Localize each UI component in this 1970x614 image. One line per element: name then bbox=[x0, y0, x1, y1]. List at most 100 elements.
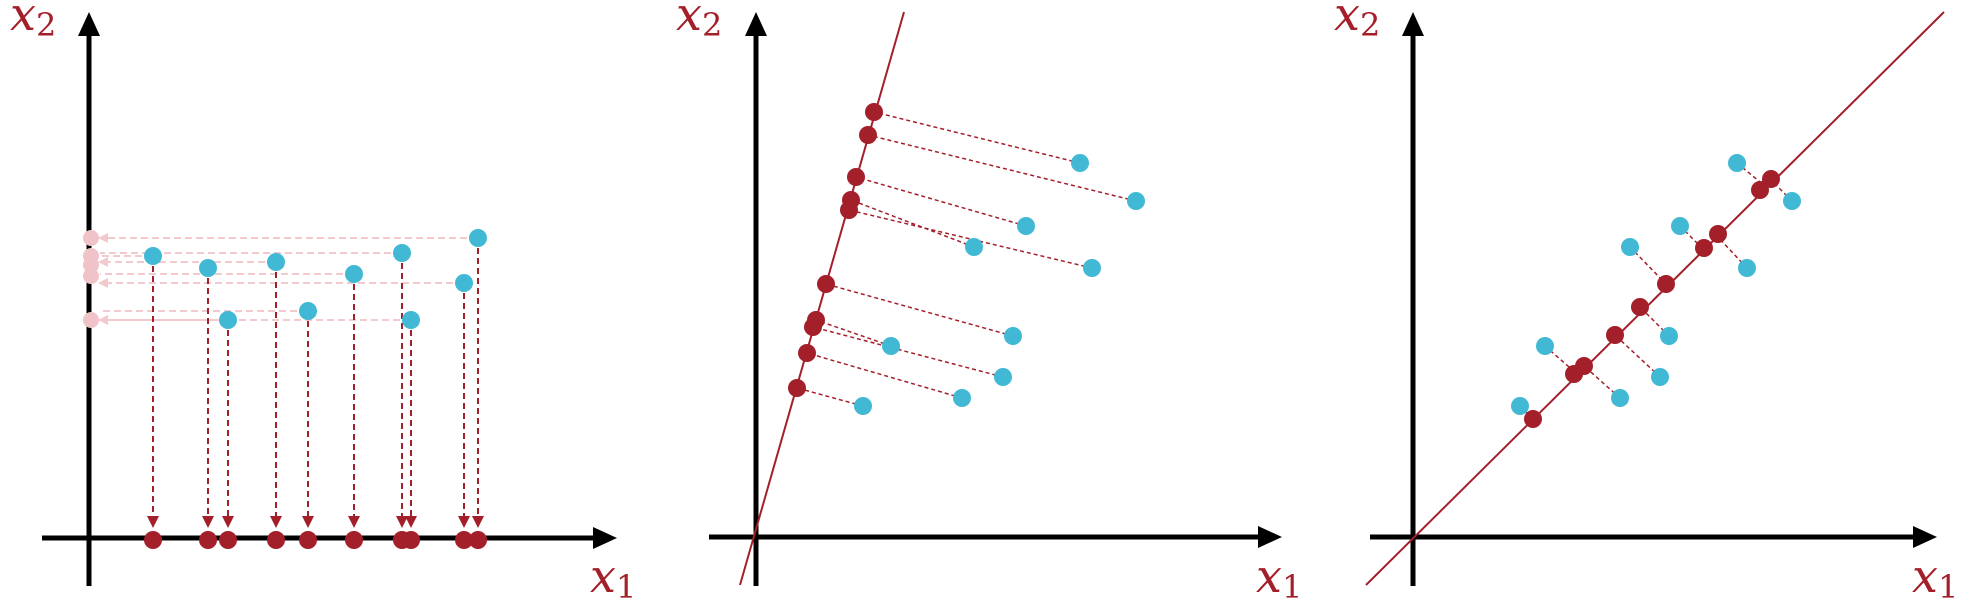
data-point bbox=[994, 368, 1012, 386]
panel-1-projected-points bbox=[144, 531, 487, 549]
data-point bbox=[965, 238, 983, 256]
projection-arrowhead bbox=[472, 516, 484, 528]
projected-point bbox=[345, 531, 363, 549]
panel-1-x1-label: x1 bbox=[590, 549, 636, 606]
projected-point bbox=[1751, 181, 1769, 199]
projected-point bbox=[219, 531, 237, 549]
data-point bbox=[1660, 327, 1678, 345]
panel-3: x2 x1 bbox=[1334, 0, 1958, 606]
data-point bbox=[1671, 217, 1689, 235]
data-point bbox=[1083, 259, 1101, 277]
data-point bbox=[1017, 217, 1035, 235]
connector-line bbox=[796, 387, 864, 407]
projected-point bbox=[1565, 365, 1583, 383]
projected-point bbox=[267, 531, 285, 549]
panel-1-x1-arrowhead bbox=[593, 527, 617, 549]
panel-2-data-points bbox=[854, 154, 1145, 415]
data-point bbox=[854, 397, 872, 415]
projected-point bbox=[402, 531, 420, 549]
faded-arrowhead bbox=[98, 278, 108, 288]
faded-projected-point bbox=[83, 312, 99, 328]
faded-projected-point bbox=[83, 257, 99, 273]
panel-2-connectors bbox=[796, 111, 1137, 407]
data-point bbox=[267, 253, 285, 271]
panel-1-faded-projections bbox=[100, 237, 478, 321]
connector-line bbox=[825, 283, 1014, 337]
projected-point bbox=[455, 531, 473, 549]
data-point bbox=[1127, 192, 1145, 210]
panel-3-x2-label: x2 bbox=[1334, 0, 1380, 44]
panel-1-data-points bbox=[144, 229, 487, 329]
data-point bbox=[455, 274, 473, 292]
projected-point bbox=[1695, 239, 1713, 257]
connector-line bbox=[873, 111, 1081, 164]
connector-line bbox=[1769, 178, 1793, 202]
panel-1-projection-arrowheads bbox=[147, 516, 484, 528]
connector-line bbox=[1679, 225, 1703, 249]
projected-point bbox=[817, 275, 835, 293]
panel-1-x2-label: x2 bbox=[10, 0, 56, 44]
data-point bbox=[393, 244, 411, 262]
panel-1-faded-arrowheads bbox=[98, 233, 108, 325]
projected-point bbox=[299, 531, 317, 549]
panel-2-x1-label: x1 bbox=[1256, 549, 1302, 606]
projected-point bbox=[798, 344, 816, 362]
projected-point bbox=[804, 318, 822, 336]
projection-arrowhead bbox=[270, 516, 282, 528]
connector-line bbox=[850, 199, 975, 248]
panel-3-x1-arrowhead bbox=[1913, 526, 1937, 548]
data-point bbox=[402, 311, 420, 329]
projected-point bbox=[1606, 326, 1624, 344]
panel-2-x2-arrowhead bbox=[745, 12, 767, 36]
data-point bbox=[199, 259, 217, 277]
panel-1-projection-lines bbox=[152, 238, 479, 526]
projected-point bbox=[469, 531, 487, 549]
data-point bbox=[1621, 238, 1639, 256]
data-point bbox=[1783, 192, 1801, 210]
panel-2-projected-points bbox=[788, 103, 883, 397]
data-point bbox=[1536, 337, 1554, 355]
connector-line bbox=[806, 352, 963, 399]
panel-1-faded-projected-points bbox=[83, 230, 99, 328]
projected-point bbox=[199, 531, 217, 549]
connector-line bbox=[812, 326, 1004, 378]
data-point bbox=[144, 247, 162, 265]
faded-projected-point bbox=[83, 268, 99, 284]
projected-point bbox=[788, 379, 806, 397]
projected-point bbox=[1524, 410, 1542, 428]
connector-line bbox=[867, 134, 1137, 202]
projection-arrowhead bbox=[396, 516, 408, 528]
data-point bbox=[469, 229, 487, 247]
data-point bbox=[1738, 259, 1756, 277]
panel-3-projection-axis bbox=[1365, 11, 1945, 586]
panel-3-x2-arrowhead bbox=[1402, 12, 1424, 36]
data-point bbox=[345, 265, 363, 283]
projected-point bbox=[865, 103, 883, 121]
panel-2-x2-label: x2 bbox=[676, 0, 722, 44]
faded-arrowhead bbox=[98, 315, 108, 325]
projected-point bbox=[859, 126, 877, 144]
faded-arrowhead bbox=[98, 257, 108, 267]
projection-arrowhead bbox=[222, 516, 234, 528]
panel-3-x1-label: x1 bbox=[1912, 549, 1958, 606]
data-point bbox=[953, 389, 971, 407]
data-point bbox=[1004, 327, 1022, 345]
data-point bbox=[219, 311, 237, 329]
data-point bbox=[1071, 154, 1089, 172]
projection-arrowhead bbox=[348, 516, 360, 528]
projection-arrowhead bbox=[405, 516, 417, 528]
faded-projected-point bbox=[83, 230, 99, 246]
projected-point bbox=[840, 201, 858, 219]
panel-3-projected-points bbox=[1524, 170, 1780, 428]
data-point bbox=[299, 302, 317, 320]
panel-1-x2-arrowhead bbox=[78, 12, 100, 36]
projection-arrowhead bbox=[302, 516, 314, 528]
panel-2: x2 x1 bbox=[676, 0, 1302, 606]
connector-line bbox=[815, 319, 892, 347]
data-point bbox=[1511, 397, 1529, 415]
panel-2-projection-axis bbox=[739, 11, 905, 586]
panel-2-x1-arrowhead bbox=[1258, 526, 1282, 548]
data-point bbox=[882, 337, 900, 355]
